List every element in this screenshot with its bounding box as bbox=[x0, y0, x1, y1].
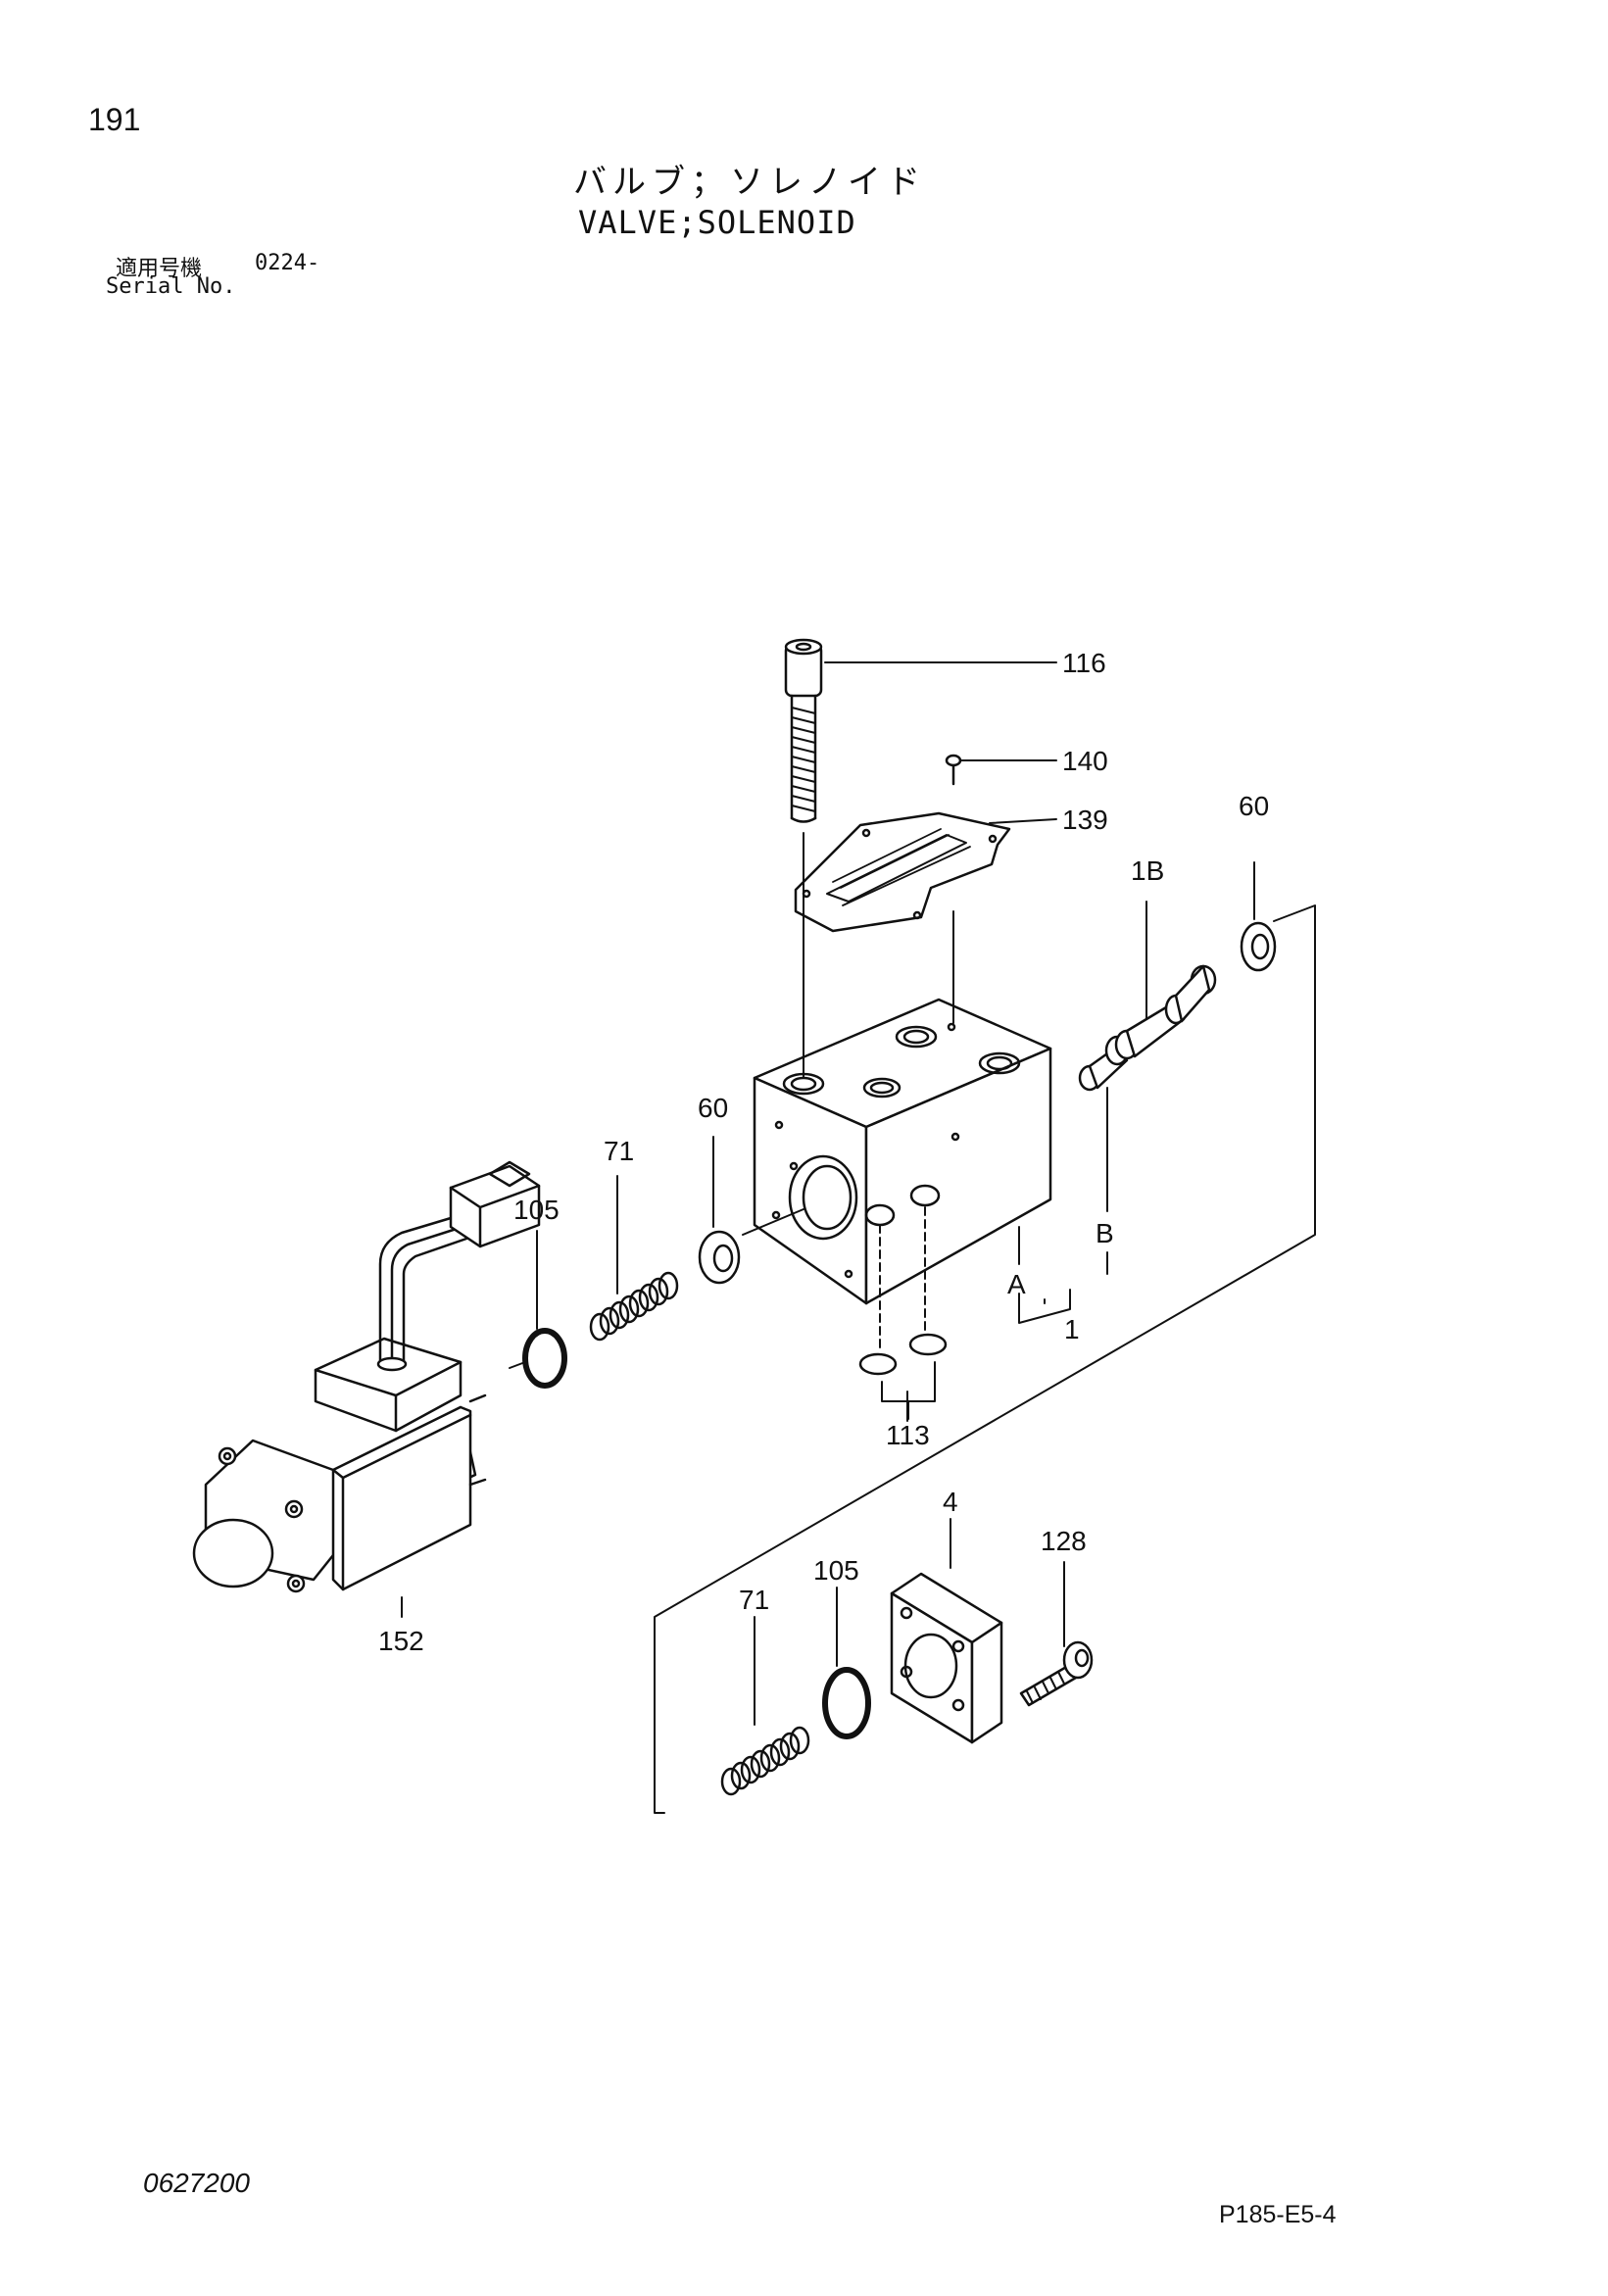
callout-4: 4 bbox=[943, 1487, 958, 1517]
callout-113: 113 bbox=[886, 1420, 930, 1450]
name-plate-139-drawing bbox=[794, 811, 1011, 933]
cover-plate-4-drawing bbox=[890, 1572, 1003, 1744]
callout-labels: 116 140 139 60 1B 60 71 105 B A 1 113 4 … bbox=[378, 648, 1269, 1656]
serial-range: 0224- bbox=[255, 251, 320, 275]
washer-60-mid-drawing bbox=[698, 1230, 741, 1285]
callout-a: A bbox=[1007, 1269, 1026, 1299]
cap-screw-128-drawing bbox=[1019, 1640, 1094, 1707]
serial-label-japanese: 適用号機 bbox=[116, 257, 203, 281]
o-ring-105-top-drawing bbox=[522, 1328, 567, 1389]
callout-140: 140 bbox=[1062, 746, 1108, 776]
o-rings-113-drawing bbox=[858, 1333, 948, 1376]
callout-60-top: 60 bbox=[1239, 791, 1269, 821]
callout-105-top: 105 bbox=[513, 1195, 560, 1225]
callout-60-mid: 60 bbox=[698, 1093, 728, 1123]
callout-105-low: 105 bbox=[813, 1555, 859, 1586]
callout-152: 152 bbox=[378, 1626, 424, 1656]
spring-71-low-drawing bbox=[720, 1726, 810, 1796]
solenoid-152-drawing bbox=[192, 1160, 541, 1593]
washer-60-top-drawing bbox=[1240, 921, 1277, 972]
callout-1b: 1B bbox=[1131, 855, 1164, 886]
drive-screw-140-drawing bbox=[945, 754, 962, 786]
callout-b: B bbox=[1096, 1218, 1114, 1248]
valve-body-drawing bbox=[753, 998, 1052, 1305]
title-english: VALVE;SOLENOID bbox=[578, 204, 856, 241]
o-ring-105-low-drawing bbox=[822, 1667, 871, 1739]
serial-label-english: Serial No. bbox=[106, 274, 236, 299]
callout-128: 128 bbox=[1041, 1526, 1087, 1556]
spring-71-top-drawing bbox=[589, 1271, 679, 1342]
leader-lines bbox=[401, 661, 1316, 1814]
callout-71-top: 71 bbox=[604, 1136, 634, 1166]
title-japanese: バルブ；ソレノイド bbox=[573, 163, 926, 202]
callout-116: 116 bbox=[1062, 648, 1106, 678]
callout-71-low: 71 bbox=[739, 1585, 769, 1615]
cap-screw-116-drawing bbox=[784, 638, 823, 823]
assembly-center-lines bbox=[509, 832, 954, 1369]
document-code: 0627200 bbox=[143, 2168, 251, 2198]
sheet-code: P185-E5-4 bbox=[1219, 2201, 1337, 2228]
spool-1b-drawing bbox=[1078, 964, 1217, 1092]
callout-139: 139 bbox=[1062, 805, 1108, 835]
callout-1: 1 bbox=[1064, 1314, 1080, 1344]
page-number: 191 bbox=[88, 102, 141, 137]
